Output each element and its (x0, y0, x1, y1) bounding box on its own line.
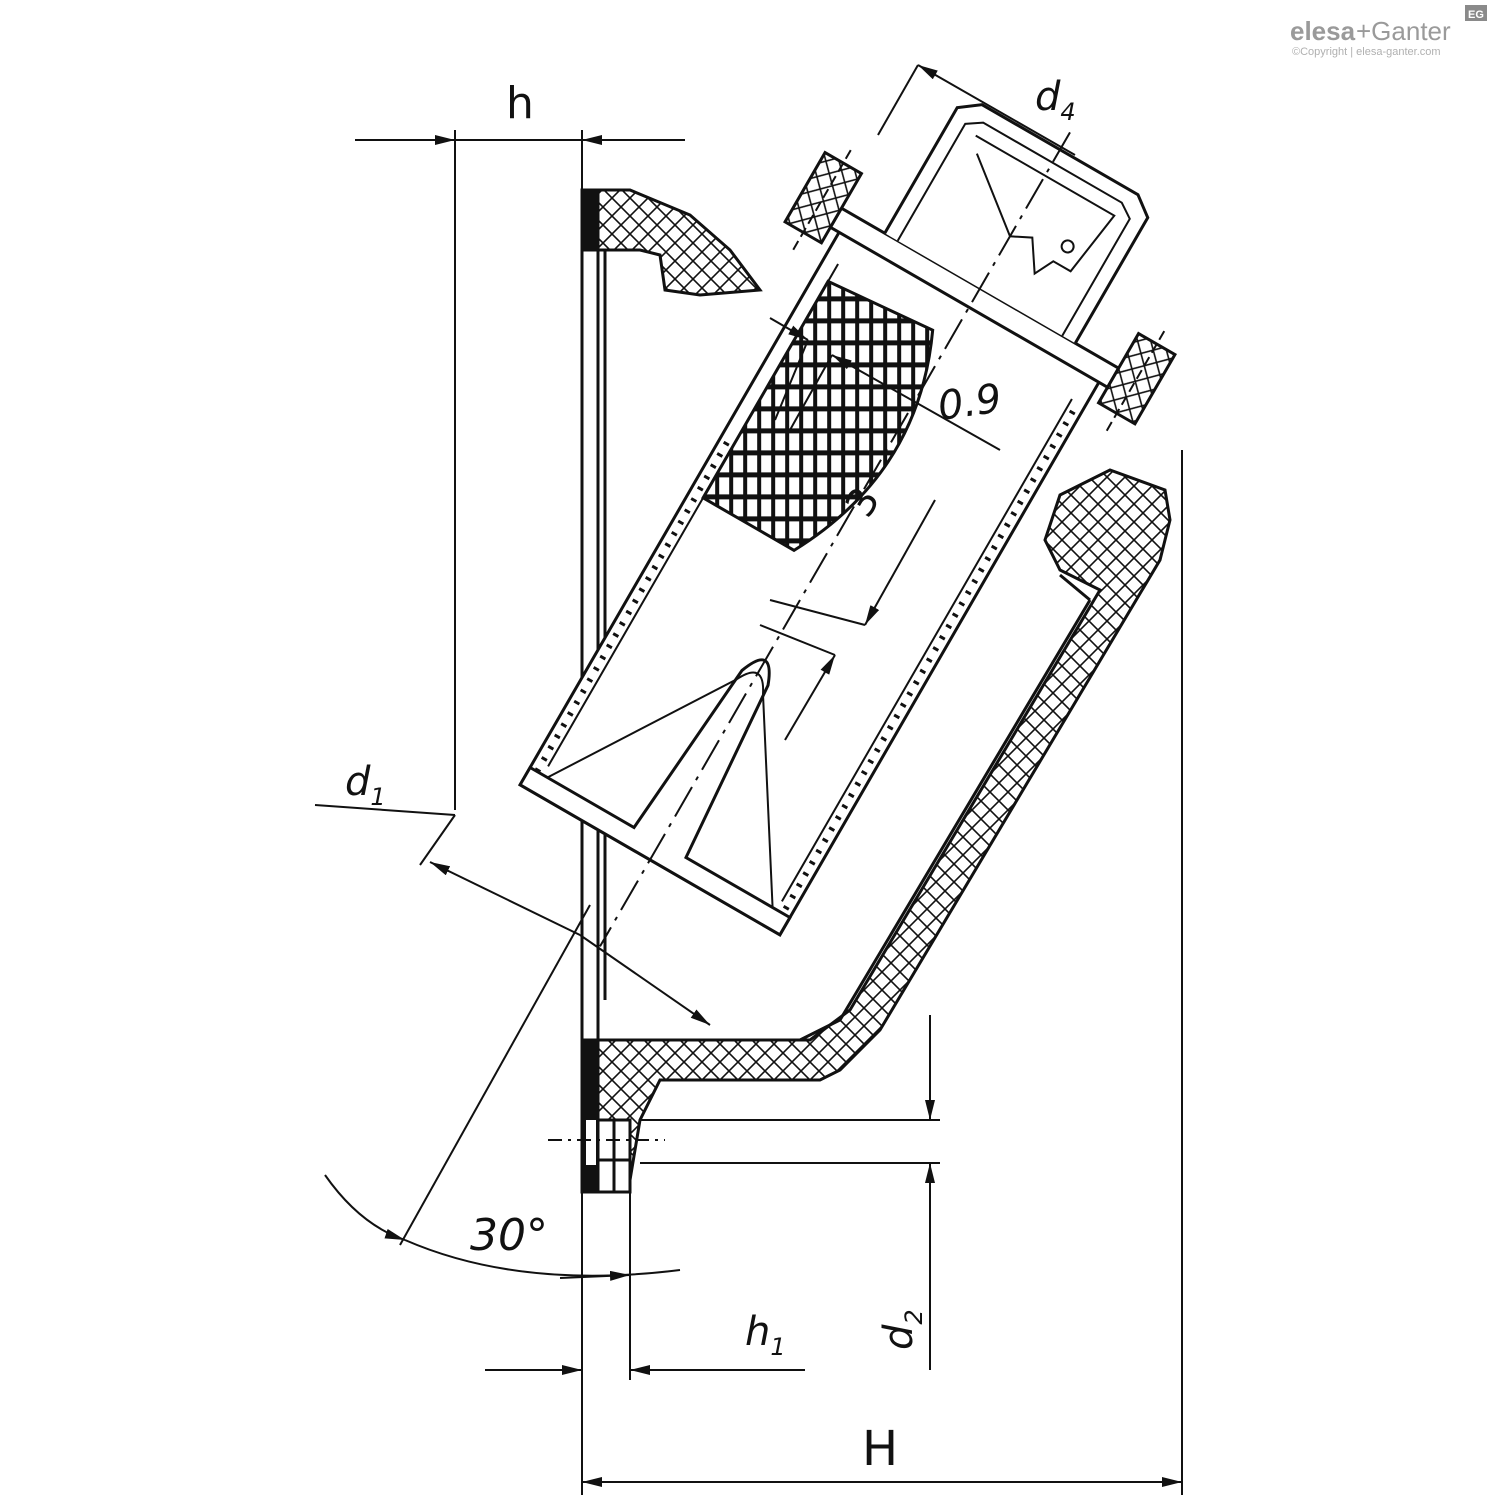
dimension-H: H (582, 1421, 1182, 1487)
label-gap: 0.9 (935, 375, 1004, 429)
ce-mark-box (1465, 5, 1487, 21)
brand-logo: elesa +Ganter ©Copyright | elesa-ganter.… (1290, 5, 1487, 58)
label-angle: 30° (470, 1210, 548, 1261)
label-d2: d2 (876, 1309, 928, 1350)
brand-name-part2: +Ganter (1356, 16, 1451, 46)
bowl-inner-wall (705, 599, 1092, 1042)
label-H: H (862, 1421, 898, 1477)
dimension-gap: 0.9 (769, 317, 1004, 451)
dimension-d2: d2 (876, 1015, 935, 1370)
top-flange-section (596, 188, 763, 297)
dimension-d4: d4 (877, 64, 1076, 156)
label-h1: h1 (745, 1309, 786, 1361)
dimension-h: h (355, 78, 685, 145)
brand-name-part1: elesa (1290, 16, 1356, 46)
dimension-angle: 30° (324, 904, 681, 1281)
label-d1: d1 (345, 759, 386, 811)
brand-copyright: ©Copyright | elesa-ganter.com (1292, 46, 1441, 58)
dimension-d1: d1 (314, 759, 711, 1026)
dimension-h1: h1 (485, 1309, 805, 1375)
filter-cartridge (518, 103, 1177, 947)
label-d4: d4 (1035, 74, 1076, 126)
drain-plug (548, 1118, 665, 1194)
label-h: h (506, 78, 534, 129)
ce-mark-icon: EG (1468, 9, 1484, 21)
